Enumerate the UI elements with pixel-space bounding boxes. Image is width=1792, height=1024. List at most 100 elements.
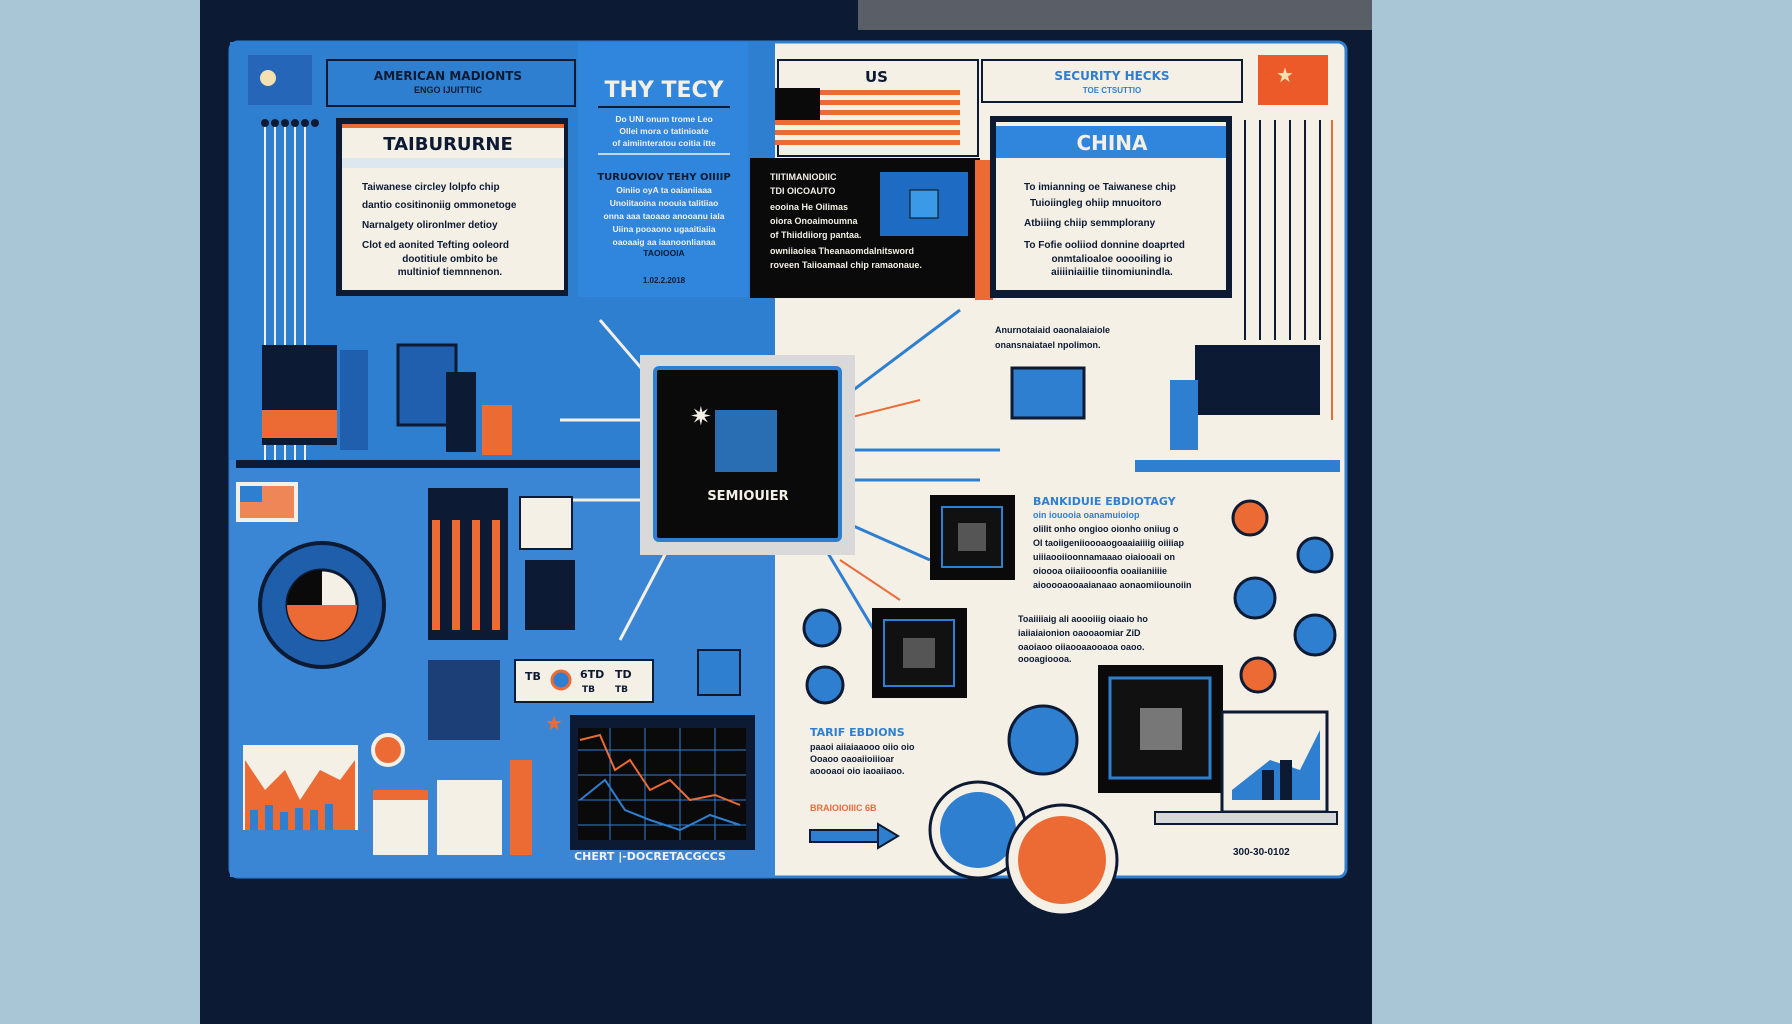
taiwan-bullet: Narnalgety olironlmer detioy (362, 220, 498, 231)
left-header-box (326, 59, 576, 107)
main-chip-icon: ✷ (640, 355, 855, 555)
arrow-right-icon (809, 822, 900, 850)
training-line: iaiiaiaionion oaooaomiar ZiD (1018, 628, 1141, 638)
sun-icon (260, 70, 276, 86)
security-header (981, 59, 1243, 103)
widget-value: 6TD (580, 668, 604, 681)
center-body: onna aaa taoaao anooanu iala (604, 211, 725, 221)
widget-value: TB (582, 685, 595, 695)
right-note: onansnaiatael npolimon. (995, 340, 1101, 350)
china-bullet: Tuioiingleg ohiip mnuoitoro (1030, 198, 1161, 209)
china-card-title: CHINA (1076, 131, 1148, 155)
widget-value: TB (615, 685, 628, 695)
widget-value: TB (525, 670, 541, 683)
strategy-line: OI taoiigeniioooaogoaaiaiiiig oiiiiap (1033, 538, 1185, 548)
strategy-line: olilit onho ongioo oionho oniiug o (1033, 524, 1179, 534)
china-bullet: To Fofie ooliiod donnine doaprted (1024, 240, 1185, 251)
circuit-lines-right (1244, 120, 1321, 340)
chip-label: SEMIOUIER (707, 489, 788, 504)
us-flag-icon (775, 88, 960, 145)
factory-illustration-right (1010, 345, 1340, 472)
small-chip-icon (1098, 665, 1223, 793)
black-box-line: of Thiiddiiorg pantaa. (770, 230, 862, 240)
black-box-heading: TIITIMANIODIIC (770, 172, 837, 182)
strategy-line: oioooa oiiaiiooonfia ooaiianiiiie (1033, 566, 1167, 576)
strategy-line: aiooooaooaaianaao aonaomiiounoiin (1033, 580, 1192, 590)
star-icon: ★ (545, 711, 563, 735)
tariff-footer: BRAIOIOIIIC 6B (810, 803, 877, 813)
stat-widget (514, 659, 654, 703)
china-bullet: Atbiiing chiip semmplorany (1024, 218, 1156, 229)
center-body: Unoiitaoina noouia talitiiao (610, 198, 719, 208)
left-header-title: AMERICAN MADIONTS (374, 69, 522, 83)
screen-icon (697, 649, 741, 696)
center-intro: Ollei mora o tatinioate (619, 126, 709, 136)
center-body: oaoaaig aa iaanoonlianaa (613, 237, 716, 247)
right-note: Anurnotaiaid oaonalaiaiole (995, 325, 1110, 335)
bug-node-icon (805, 665, 845, 705)
node-icon (1293, 613, 1337, 657)
china-flag-icon (1258, 55, 1328, 105)
taiwan-bullet: dantio cositinoniig ommonetoge (362, 200, 517, 211)
center-intro: of aimiinteratou coitia itte (612, 138, 716, 148)
center-tag: TAOIOOIA (643, 248, 684, 258)
chart-caption: CHERT |-DOCRETACGCCS (574, 850, 726, 863)
chip-traces (560, 319, 672, 641)
tariff-line: Ooaoo oaoaiioiiioar (810, 754, 895, 764)
training-line: oaoiaoo oiiaooaaooaoa oaoo. (1018, 642, 1145, 652)
gauge-icon (258, 541, 386, 669)
taiwan-card-title: TAIBURURNE (383, 134, 513, 155)
strategy-title: BANKIDUIE EBDIOTAGY (1033, 495, 1177, 508)
taiwan-card (342, 124, 564, 290)
coin-icon (371, 733, 405, 767)
spark-icon: ✷ (690, 402, 712, 432)
left-header-subtitle: ENGO IJUITTIIC (414, 85, 483, 95)
left-area-chart (243, 745, 358, 830)
taiwan-footer: dootitiule ombito be (402, 254, 498, 265)
training-line: oooagioooa. (1018, 654, 1072, 664)
document-icon (519, 496, 573, 550)
line-chart-monitor (570, 715, 755, 850)
security-subtitle: TOE CTSUTTIO (1083, 86, 1142, 95)
laptop-chart-icon (1154, 710, 1338, 825)
small-chip-icon (930, 495, 1015, 580)
small-chip-icon (872, 608, 967, 698)
node-icon (1239, 656, 1277, 694)
center-column (578, 42, 748, 297)
center-subtitle: TURUOVIOV TEHY OIIIIP (597, 172, 730, 183)
us-label: US (865, 68, 888, 86)
center-body: Oiniio oyA ta oaianiiaaa (616, 185, 712, 195)
tariff-line: aoooaoi oio iaoaiiaoo. (810, 766, 905, 776)
china-footer: aiiiiniaiilie tiinomiunindla. (1051, 267, 1173, 278)
center-title: THY TECY (604, 78, 724, 103)
taiwan-bullet: Taiwanese circley lolpfo chip (362, 182, 500, 193)
tariff-line: paaoi aiiaiaaooo oiio oio (810, 742, 915, 752)
china-bullet: To imianning oe Taiwanese chip (1024, 182, 1176, 193)
bar-stack-icon (373, 760, 532, 855)
center-body: Uiina pooaono ugaaitiaiia (613, 224, 716, 234)
black-box-line: owniiaoiea Theanaomdalnitsword (770, 246, 914, 256)
texture-box (428, 660, 500, 740)
security-title: SECURITY HECKS (1054, 69, 1169, 83)
center-intro: Do UNI onum trome Leo (615, 114, 712, 124)
us-flag-icon (236, 482, 298, 522)
widget-value: TD (615, 668, 632, 681)
bottom-code: 300-30-0102 (1233, 847, 1290, 858)
training-line: Toaiiiiaig ali aoooiiig oiaaio ho (1018, 614, 1148, 624)
wafer-icon (1007, 704, 1079, 776)
sun-emblem-icon (248, 55, 312, 105)
black-box-heading: TDI OICOAUTO (770, 186, 835, 196)
strategy-line: uiiiaooiioonnamaaao oiaiooaii on (1033, 552, 1175, 562)
node-icon (1231, 499, 1269, 537)
taiwan-footer: multiniof tiemnnenon. (398, 267, 503, 278)
top-strip (858, 0, 1372, 30)
black-box-line: oiora Onoaimoumna (770, 216, 859, 226)
china-footer: onmtalioaloe ooooiling io (1051, 254, 1172, 265)
taiwan-bullet: Clot ed aonited Tefting ooleord (362, 240, 509, 251)
leaf-icon (525, 560, 575, 630)
strategy-subtitle: oin iouooia oanamuioiop (1033, 510, 1140, 520)
black-box-line: eooina He Oilimas (770, 202, 848, 212)
black-box-line: roveen Taiioamaal chip ramaonaue. (770, 260, 922, 270)
tariff-title: TARIF EBDIONS (810, 726, 905, 739)
